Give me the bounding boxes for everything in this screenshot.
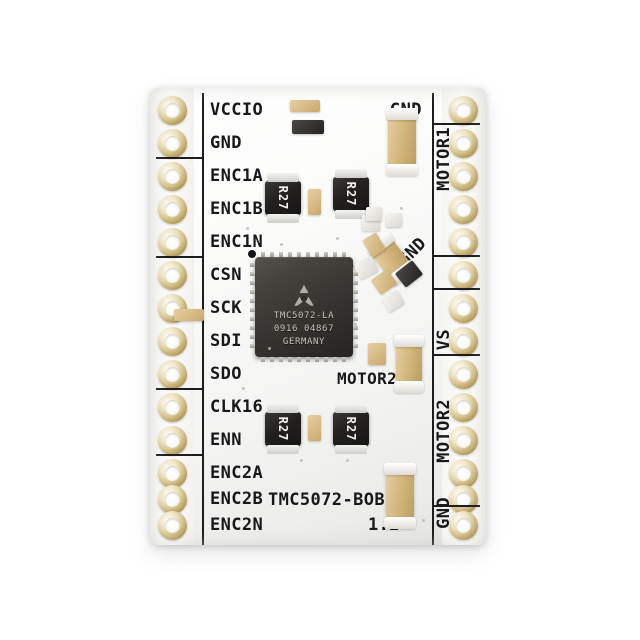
pad-right-13[interactable] [449,485,478,514]
pin-label-enc2a: ENC2A [210,463,264,483]
pin-label-sdo: SDO [210,364,242,384]
silk-rule-left-tick-2 [156,256,204,258]
chip-marking-line3: GERMANY [282,337,326,347]
pin-label-enc1n: ENC1N [210,232,264,252]
resistor-r27-bottom-left: R27 [265,404,301,454]
smd-between-resistors-top [308,189,321,215]
pad-right-1[interactable] [449,96,478,125]
pad-right-8[interactable] [449,327,478,356]
resistor-marking: R27 [344,416,358,442]
right-label-gnd-lower: MOTOR2 [337,369,398,388]
pad-left-10[interactable] [158,393,187,422]
smd-between-resistors-bottom [308,415,321,441]
pin-label-enc1a: ENC1A [210,166,264,186]
pad-right-11[interactable] [449,426,478,455]
pad-right-7[interactable] [449,294,478,323]
silk-rule-right-vertical [432,93,434,545]
right-label-motor1: MOTOR1 [434,127,454,191]
pad-right-14[interactable] [449,511,478,540]
pin-label-csn: CSN [210,265,242,285]
right-label-vs: VS [434,329,454,351]
pad-right-4[interactable] [449,195,478,224]
chip-marking-line2: 0916 04867 [273,324,335,334]
smd-top-center-2 [292,120,324,134]
pad-left-11[interactable] [158,426,187,455]
pin-label-enc2b: ENC2B [210,489,264,509]
resistor-marking: R27 [276,416,290,442]
silk-rule-left-tick-1 [156,157,204,159]
right-label-motor2: MOTOR2 [434,399,454,463]
tmc5072-chip: TMC5072-LA 0916 04867 GERMANY [248,250,358,362]
silk-rule-right-tick-3 [432,288,480,290]
trinamic-logo-icon [294,284,314,306]
pin-label-clk16: CLK16 [210,397,264,417]
pcb-board: VCCIO GND ENC1A ENC1B ENC1N CSN SCK SDI … [150,87,486,545]
pad-left-3[interactable] [158,162,187,191]
right-label-gnd-bottom: GND [434,497,454,529]
pad-left-2[interactable] [158,129,187,158]
smd-cluster-8 [366,207,382,221]
pad-left-13[interactable] [158,485,187,514]
pin-label-enn: ENN [210,430,242,450]
pad-right-2[interactable] [449,129,478,158]
smd-cluster-9 [386,213,402,227]
resistor-r27-bottom-right: R27 [333,404,369,454]
resistor-r27-top-left: R27 [265,173,301,223]
smd-cluster-6 [381,289,405,313]
resistor-marking: R27 [344,181,358,207]
pad-left-5[interactable] [158,228,187,257]
pad-left-4[interactable] [158,195,187,224]
board-part-number: TMC5072-BOB [268,490,385,510]
chip-marking-line1: TMC5072-LA [273,311,335,321]
pin-label-sck: SCK [210,298,242,318]
pin-label-vccio: VCCIO [210,100,264,120]
chip-pin1-marker [248,250,256,258]
pad-left-6[interactable] [158,261,187,290]
pad-right-6[interactable] [449,261,478,290]
pin-label-gnd-1: GND [210,133,242,153]
silk-rule-right-tick-4 [432,354,480,356]
pad-right-10[interactable] [449,393,478,422]
capacitor-vs [394,335,424,393]
resistor-marking: R27 [276,185,290,211]
pad-left-12[interactable] [158,459,187,488]
pad-left-9[interactable] [158,360,187,389]
pin-label-enc1b: ENC1B [210,199,264,219]
pad-right-12[interactable] [449,459,478,488]
smd-cluster-7 [368,343,386,365]
pad-right-9[interactable] [449,360,478,389]
pin-label-sdi: SDI [210,331,242,351]
pad-right-3[interactable] [449,162,478,191]
silk-rule-left-tick-3 [156,388,204,390]
pad-left-8[interactable] [158,327,187,356]
pad-left-1[interactable] [158,96,187,125]
pad-left-14[interactable] [158,511,187,540]
silk-rule-right-tick-2 [432,255,480,257]
resistor-r27-top-right: R27 [333,169,369,219]
capacitor-motor2 [384,463,416,529]
smd-top-center-1 [290,100,320,112]
smd-near-sdi [174,309,204,321]
pin-label-enc2n: ENC2N [210,515,264,535]
silk-rule-right-tick-1 [432,123,480,125]
silk-rule-right-tick-5 [432,505,480,507]
pad-right-5[interactable] [449,228,478,257]
capacitor-motor1 [386,108,418,176]
silk-rule-left-tick-4 [156,454,204,456]
